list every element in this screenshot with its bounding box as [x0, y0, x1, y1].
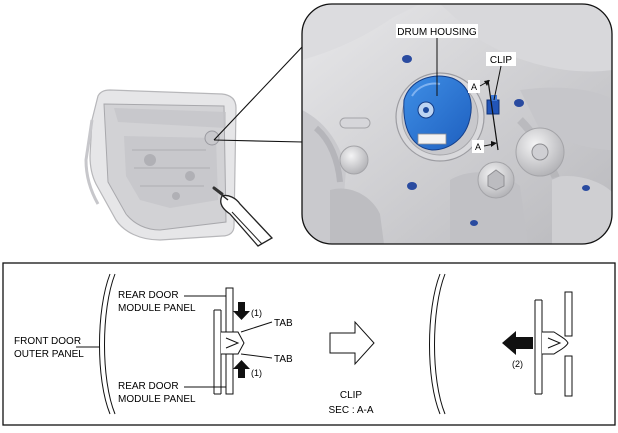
- step-1-upper-label: (1): [251, 308, 262, 318]
- tab-lower-label: TAB: [274, 354, 293, 365]
- front-door-outer-panel-left: [99, 273, 116, 415]
- tab-upper-label: TAB: [274, 318, 293, 329]
- press-up-arrow-icon: [233, 360, 250, 378]
- rear-door-module-panel-lower-right: [564, 355, 573, 397]
- press-down-arrow-icon: [233, 302, 250, 320]
- drum-housing-label: DRUM HOUSING: [397, 27, 477, 38]
- pull-out-arrow-icon: [502, 331, 533, 355]
- clip-caption: CLIP: [340, 390, 363, 401]
- clip-section-after: [534, 299, 569, 395]
- rear-door-module-panel-top-label-line1: REAR DOOR: [118, 290, 179, 301]
- front-door-outer-panel-right: [429, 273, 446, 415]
- rear-door-module-panel-bottom-label-line1: REAR DOOR: [118, 381, 179, 392]
- rear-door-module-panel-top-label-line2: MODULE PANEL: [118, 303, 196, 314]
- section-line-a-a: A A: [468, 79, 499, 153]
- section-marker-a-lower: A: [475, 142, 481, 152]
- front-door-outer-panel-label-line1: FRONT DOOR: [14, 336, 81, 347]
- rear-door-module-panel-upper-right: [564, 291, 573, 337]
- clip-label: CLIP: [490, 55, 513, 66]
- clip-callout: CLIP: [486, 52, 516, 101]
- step-2-label: (2): [512, 359, 523, 369]
- section-marker-a-upper: A: [471, 82, 477, 92]
- section-caption: SEC : A-A: [328, 405, 373, 416]
- zoom-leader-upper: [213, 45, 304, 141]
- step-1-lower-label: (1): [251, 368, 262, 378]
- zoom-detail-panel: [301, 3, 613, 245]
- drum-housing-callout: DRUM HOUSING: [396, 24, 478, 96]
- front-door-outer-panel-label-line2: OUTER PANEL: [14, 349, 84, 360]
- zoom-leader-lower: [213, 139, 304, 143]
- rear-door-overview: [84, 89, 237, 241]
- clip-section-before: [213, 309, 245, 395]
- rear-door-module-panel-lower: [225, 352, 234, 395]
- rear-door-module-panel-bottom-label-line2: MODULE PANEL: [118, 394, 196, 405]
- step-transition-arrow-icon: [329, 320, 375, 366]
- drum-housing-part: [403, 75, 472, 151]
- hand-with-tool-icon: [212, 186, 274, 247]
